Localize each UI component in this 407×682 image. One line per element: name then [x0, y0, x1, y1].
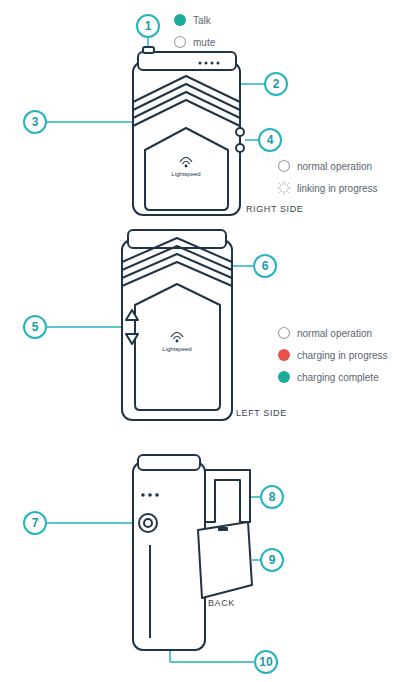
logo-icon [180, 158, 192, 167]
callout-circle: 10 [254, 650, 278, 674]
right-side-view [133, 47, 244, 215]
legend-swatch [277, 348, 291, 362]
legend-item: charging complete [277, 369, 379, 385]
power-button [139, 514, 157, 532]
side-button [236, 144, 244, 152]
power-button-center [144, 519, 152, 527]
led-dots [141, 493, 159, 497]
back-view [133, 455, 252, 650]
leader-line [47, 522, 138, 524]
callout-number: 10 [259, 656, 272, 668]
callout-number: 2 [273, 78, 280, 90]
callout-number: 5 [32, 321, 39, 333]
legend-text: linking in progress [297, 183, 378, 194]
leader-line [252, 559, 260, 561]
leader-line [233, 265, 253, 267]
led-dots [199, 62, 220, 65]
top-cap [138, 52, 236, 70]
legend-item: Talk [173, 12, 211, 28]
callout-number: 8 [269, 491, 276, 503]
legend-swatch [173, 35, 187, 49]
brand-logo: Lightspeed [171, 171, 200, 178]
battery [198, 522, 252, 598]
battery-latch [218, 527, 228, 531]
callout-circle: 6 [253, 254, 277, 278]
callout-circle: 3 [23, 110, 47, 134]
leader-line [241, 83, 264, 85]
legend-item: linking in progress [277, 180, 378, 196]
callout-number: 4 [267, 134, 274, 146]
leader-line [251, 496, 260, 498]
callout-circle: 8 [260, 485, 284, 509]
legend-swatch [277, 326, 291, 340]
housing [133, 462, 205, 650]
logo-icon [171, 333, 183, 342]
view-label: BACK [208, 599, 235, 609]
leader-line [47, 121, 132, 123]
left-side-view [122, 230, 232, 420]
volume-up-button [126, 310, 138, 320]
grill [122, 238, 232, 286]
front-panel [145, 128, 228, 210]
callout-number: 7 [32, 517, 39, 529]
legend-text: charging complete [297, 372, 379, 383]
legend-item: mute [173, 34, 215, 50]
callout-number: 9 [269, 554, 276, 566]
callout-number: 6 [262, 260, 269, 272]
side-button [236, 128, 244, 136]
leader-line [47, 326, 121, 328]
housing [133, 62, 240, 215]
front-panel [135, 284, 220, 410]
legend-text: charging in progress [297, 350, 388, 361]
legend-text: mute [193, 37, 215, 48]
legend-text: normal operation [297, 328, 372, 339]
callout-circle: 5 [23, 315, 47, 339]
callout-circle: 7 [23, 511, 47, 535]
callout-circle: 1 [136, 14, 160, 38]
seam [149, 545, 151, 638]
leader-line [170, 651, 254, 662]
volume-down-button [126, 334, 138, 344]
view-label: LEFT SIDE [236, 409, 287, 419]
legend-item: normal operation [277, 325, 372, 341]
legend-text: normal operation [297, 161, 372, 172]
talk-button [143, 47, 154, 53]
callout-number: 1 [145, 20, 152, 32]
leader-lines [47, 38, 264, 662]
top-cap [138, 455, 200, 470]
legend-item: charging in progress [277, 347, 388, 363]
legend-item: normal operation [277, 158, 372, 174]
belt-clip [205, 470, 250, 522]
callout-number: 3 [32, 116, 39, 128]
callout-circle: 2 [264, 72, 288, 96]
legend-swatch [277, 370, 291, 384]
leader-line [245, 139, 258, 141]
legend-text: Talk [193, 15, 211, 26]
brand-logo: Lightspeed [162, 346, 191, 353]
callout-circle: 4 [258, 128, 282, 152]
grill [133, 76, 240, 126]
callout-circle: 9 [260, 548, 284, 572]
legend-swatch [277, 159, 291, 173]
view-label: RIGHT SIDE [246, 205, 303, 215]
housing [122, 240, 232, 420]
legend-swatch [173, 13, 187, 27]
legend-swatch [277, 181, 291, 195]
